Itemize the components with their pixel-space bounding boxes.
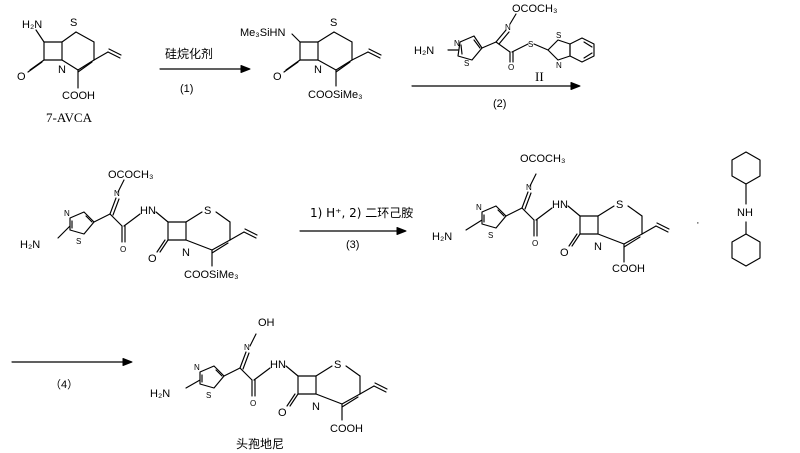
s-label: S [204,205,211,217]
s-label: S [528,40,533,49]
compound-7-avca: H₂N S N O COOH 7-AVCA [17,17,122,125]
coosime3-label: COOSiMe₃ [184,269,239,281]
o-label: O [532,239,538,248]
arrow-step-2: (2) [411,82,581,110]
ococh3-label: OCOCH₃ [512,3,557,15]
n-label: N [594,241,602,253]
o-label: O [250,399,256,408]
salt-dot: · [696,217,700,229]
arrow-step-3: 1) H⁺, 2) 二环己胺 (3) [299,206,413,251]
compound-label-cefdinir: 头孢地尼 [236,437,284,451]
n-label: N [314,64,322,76]
n-label: N [312,401,320,413]
ococh3-label: OCOCH₃ [108,169,153,181]
n-label: N [58,64,66,76]
h2n-label: H₂N [414,45,434,57]
s-label: S [616,199,623,211]
arrow-step-4: （4） [11,358,133,391]
n-label: N [454,39,460,48]
step4-number: （4） [50,378,78,391]
h2n-label: H₂N [432,231,452,243]
hn-label: HN [140,205,156,217]
compound-dicyclohexylamine-salt: H₂N N S N OCOCH₃ O HN S N O COOH · [432,153,700,275]
compound-protected-intermediate: H₂N N S N OCOCH₃ O HN S N O COOSiMe₃ [20,169,258,281]
n-label: N [505,23,511,32]
o-label: O [278,407,287,419]
oh-label: OH [258,317,275,329]
ococh3-label: OCOCH₃ [520,153,565,165]
coosime3-label: COOSiMe₃ [308,89,363,101]
n-label: N [182,247,190,259]
s-label: S [76,237,81,246]
step2-number: (2) [493,98,506,110]
s-label: S [464,59,469,68]
compound-label-ii: II [535,69,544,84]
step1-number: (1) [180,83,193,95]
compound-silylated-avca: Me₃SiHN S N O COOSiMe₃ [240,17,382,101]
me3sihn-label: Me₃SiHN [240,27,285,39]
cooh-label: COOH [612,263,645,275]
n-label: N [526,183,532,192]
n-label: N [194,363,200,372]
n-label: N [244,343,250,352]
o-label: O [508,63,514,72]
hn-label: HN [552,199,568,211]
o-label: O [120,245,126,254]
n-label: N [114,189,120,198]
n-label: N [64,209,70,218]
s-label: S [334,359,341,371]
o-label: O [560,247,569,259]
s-label: S [206,391,211,400]
n-label: N [476,203,482,212]
s-label: S [330,17,337,29]
h2n-label: H₂N [150,388,170,400]
compound-cefdinir: H₂N N S N OH O HN S N O COOH 头孢地尼 [150,317,388,451]
cooh-label: COOH [62,90,95,102]
n-label: N [556,61,562,70]
step3-reagent: 1) H⁺, 2) 二环己胺 [310,206,413,220]
step1-reagent: 硅烷化剂 [165,46,213,61]
s-label: S [556,31,561,40]
s-label: S [488,231,493,240]
o-label: O [273,71,282,83]
compound-label-7-avca: 7-AVCA [46,110,93,125]
step3-number: (3) [346,239,359,251]
h2n-label: H₂N [22,19,42,31]
compound-reagent-ii: H₂N N S N OCOCH₃ O S S N II [414,3,595,84]
o-label: O [17,71,26,83]
s-label: S [70,17,77,29]
hn-label: HN [270,359,286,371]
h2n-label: H₂N [20,239,40,251]
o-label: O [148,253,157,265]
cooh-label: COOH [330,423,363,435]
arrow-step-1: 硅烷化剂 (1) [159,46,251,95]
nh-label: NH [737,207,753,219]
compound-dicyclohexylamine: NH [731,151,761,267]
